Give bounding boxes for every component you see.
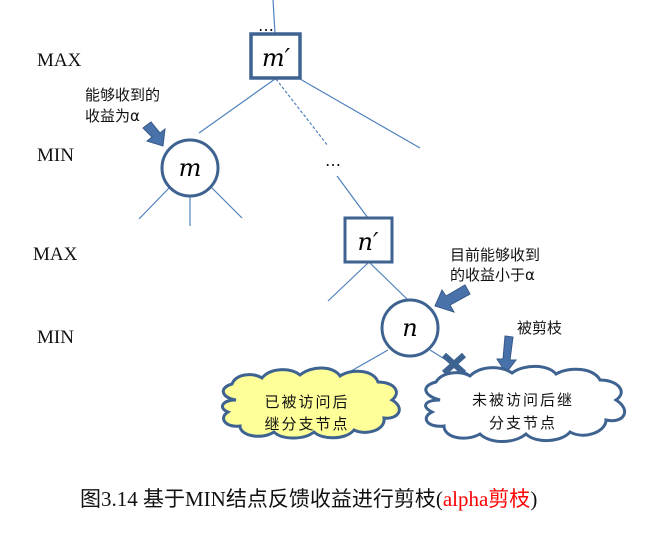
caption-highlight: alpha剪枝 — [443, 487, 530, 511]
level-label-max-2: MAX — [33, 244, 78, 265]
annotation-pruned: 被剪枝 — [517, 319, 562, 337]
level-label-max-1: MAX — [37, 50, 82, 71]
annotation-less-than-alpha-line2: 的收益小于α — [450, 266, 535, 284]
node-n — [380, 298, 440, 358]
annotation-alpha-gain-line1: 能够收到的 — [85, 86, 160, 104]
node-n-label: n — [402, 314, 417, 342]
ellipsis-middle: … — [325, 151, 341, 170]
node-m — [160, 138, 220, 198]
edge-m-child-left — [138, 186, 171, 220]
node-m-prime-label: m′ — [262, 44, 291, 72]
pruned-x-icon — [441, 352, 467, 376]
cloud-unvisited — [424, 364, 627, 443]
edge-n-prime-to-n — [369, 262, 409, 301]
annotation-less-than-alpha-line1: 目前能够收到 — [450, 246, 540, 264]
edge-m-child-right — [210, 186, 243, 219]
edge-n-prime-child-left — [327, 262, 369, 302]
node-m-prime — [249, 32, 302, 80]
cloud-unvisited-line1: 未被访问后继 — [472, 391, 574, 409]
node-n-prime-label: n′ — [358, 228, 379, 256]
cloud-unvisited-line2: 分支节点 — [489, 414, 557, 432]
arrow-to-m-icon — [142, 121, 166, 147]
edge-parent-to-m-prime — [272, 0, 276, 34]
edge-middle-to-n-prime — [336, 175, 369, 219]
level-label-min-2: MIN — [37, 327, 74, 348]
edge-m-prime-to-middle — [275, 78, 329, 147]
caption-prefix: 图3.14 基于MIN结点反馈收益进行剪枝( — [80, 487, 443, 511]
cloud-visited-line2: 继分支节点 — [264, 415, 349, 433]
caption-suffix: ) — [530, 487, 537, 511]
edge-m-prime-to-right — [299, 78, 421, 149]
level-label-min-1: MIN — [37, 145, 74, 166]
node-m-label: m — [179, 154, 202, 182]
annotation-alpha-gain-line2: 收益为α — [85, 107, 140, 125]
arrow-to-n-icon — [434, 284, 471, 313]
figure-caption: 图3.14 基于MIN结点反馈收益进行剪枝(alpha剪枝) — [80, 487, 537, 511]
node-n-prime — [343, 216, 394, 264]
ellipsis-top: … — [258, 16, 274, 35]
arrow-pruned-icon — [496, 335, 518, 374]
cloud-visited — [221, 366, 401, 440]
edge-m-prime-to-m — [198, 78, 276, 134]
cloud-visited-line1: 已被访问后 — [264, 393, 349, 411]
